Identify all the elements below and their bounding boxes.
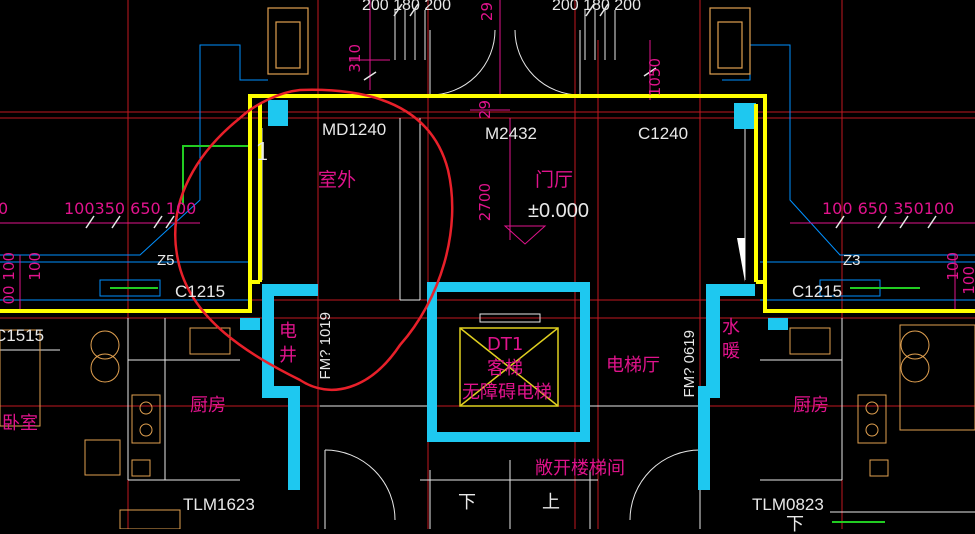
kitchen-fixtures [0, 324, 975, 529]
dimension-lines [0, 0, 975, 310]
facade-lines [0, 44, 975, 301]
elevator-shaft [427, 282, 590, 442]
tag-md1240: MD1240 [322, 120, 387, 139]
room-foyer: 门厅 [535, 169, 574, 191]
elevation-mark: ±0.000 [528, 200, 590, 222]
interior-walls [0, 118, 975, 529]
room-lift-hall: 电梯厅 [606, 355, 660, 376]
room-accessible-lift: 无障碍电梯 [462, 382, 552, 403]
tag-tlm1623: TLM1623 [183, 495, 255, 514]
room-kitchen-right: 厨房 [793, 395, 829, 416]
stair-down-right: 下 [786, 514, 804, 534]
dim-v100-right-2: 100 [960, 266, 975, 295]
room-open-stair: 敞开楼梯间 [535, 458, 625, 479]
room-passenger-lift: 客梯 [487, 358, 523, 379]
dimension-ticks [85, 3, 937, 229]
room-elec-well: 电 井 [279, 321, 297, 366]
tag-c1215-right: C1215 [792, 282, 843, 301]
dim-leaders-top [394, 10, 616, 60]
tag-m2432: M2432 [485, 124, 537, 143]
dim-row-left: 100350 650 100 [64, 199, 197, 218]
tag-tlm0823: TLM0823 [752, 495, 824, 514]
top-dim-right: 200 180 200 [552, 0, 641, 14]
dim-row-right: 100 650 350100 [822, 199, 955, 218]
tag-fm0619: FM? 0619 [681, 330, 698, 398]
tag-fm1019: FM? 1019 [317, 312, 334, 380]
tag-dt1: DT1 [487, 334, 524, 355]
room-outdoor: 室外 [318, 169, 357, 191]
cyan-columns [240, 100, 788, 490]
dim-29-top: 29 [478, 2, 496, 22]
stair-down: 下 [458, 492, 476, 512]
door-swings [324, 29, 701, 529]
dim-v100-left: 100 [26, 252, 44, 281]
dim-310: 310 [346, 44, 364, 73]
dim-2700: 2700 [476, 183, 494, 222]
dim-1050: 1050 [646, 58, 664, 97]
dim-left-cut: 0 [0, 199, 9, 218]
markup-revision-cloud [173, 88, 454, 392]
tag-c1240: C1240 [638, 124, 689, 143]
top-window-frames [267, 7, 751, 75]
dim-v100-right: 100 [944, 252, 962, 281]
dim-29: 29 [476, 100, 494, 120]
stair-up: 上 [542, 492, 560, 512]
dim-v100-left-b: 00 100 [0, 252, 18, 305]
top-dim-left: 200 180 200 [362, 0, 451, 14]
tag-z3: Z3 [843, 252, 861, 269]
yellow-wall-outline [0, 94, 975, 313]
marker-one: 1 [255, 138, 271, 166]
tag-c1515: C1515 [0, 326, 45, 345]
tag-z5: Z5 [157, 252, 175, 269]
room-bedroom: 卧室 [2, 413, 38, 434]
green-markers [110, 145, 920, 523]
room-water-heat: 水 暖 [722, 317, 740, 362]
north-arrow-marker [737, 238, 745, 282]
room-kitchen-left: 厨房 [190, 395, 226, 416]
tag-c1215-left: C1215 [175, 282, 226, 301]
